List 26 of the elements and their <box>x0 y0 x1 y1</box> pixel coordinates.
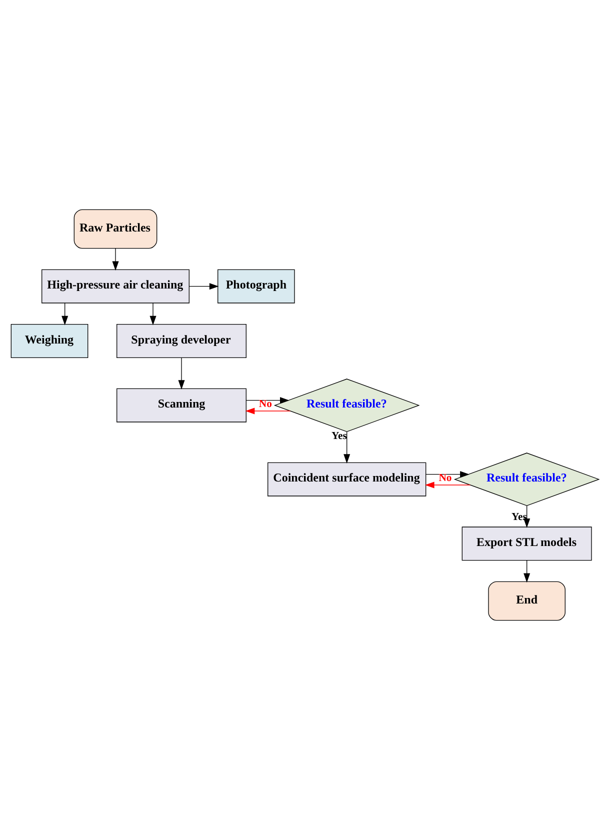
node-box: Weighing <box>10 324 88 358</box>
arrow <box>189 283 219 290</box>
arrow <box>150 302 156 326</box>
node-diamond: Result feasible? <box>274 378 420 432</box>
node-box: Photograph <box>218 269 295 304</box>
arrow <box>112 248 119 271</box>
edge-label: No <box>438 472 452 484</box>
arrow <box>178 357 185 390</box>
node-box: Coincident surface modeling <box>268 462 426 496</box>
node-box: End <box>488 581 566 621</box>
arrow <box>246 397 290 404</box>
node-box: Export STL models <box>462 526 592 561</box>
edge-label: Yes <box>332 431 347 442</box>
arrow <box>62 302 68 326</box>
node-diamond: Result feasible? <box>454 452 600 506</box>
arrow <box>424 482 470 488</box>
arrow <box>344 432 350 464</box>
node-box: Scanning <box>116 388 246 422</box>
node-box: High-pressure air cleaning <box>42 269 190 304</box>
arrow <box>524 560 530 583</box>
arrow <box>245 408 290 414</box>
node-box: Spraying developer <box>116 324 246 358</box>
arrow <box>426 471 470 478</box>
edge-label: No <box>258 398 272 410</box>
node-box: Raw Particles <box>74 209 158 249</box>
edge-label: Yes <box>512 512 527 524</box>
